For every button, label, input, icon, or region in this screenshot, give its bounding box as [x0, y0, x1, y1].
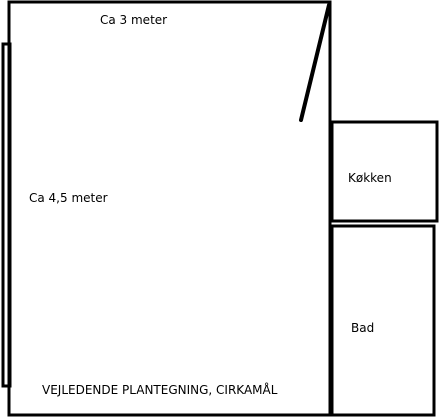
bathroom-label: Bad [351, 321, 375, 335]
kitchen-label: Køkken [348, 171, 392, 185]
door-swing-line [299, 3, 331, 122]
left-window-strip [1, 42, 12, 388]
plan-caption: VEJLEDENDE PLANTEGNING, CIRKAMÅL [42, 383, 278, 397]
bathroom-outline [330, 224, 436, 417]
kitchen-outline [330, 120, 439, 223]
width-dimension-label: Ca 3 meter [100, 13, 168, 27]
main-room-outline [7, 0, 332, 417]
length-dimension-label: Ca 4,5 meter [29, 191, 108, 205]
